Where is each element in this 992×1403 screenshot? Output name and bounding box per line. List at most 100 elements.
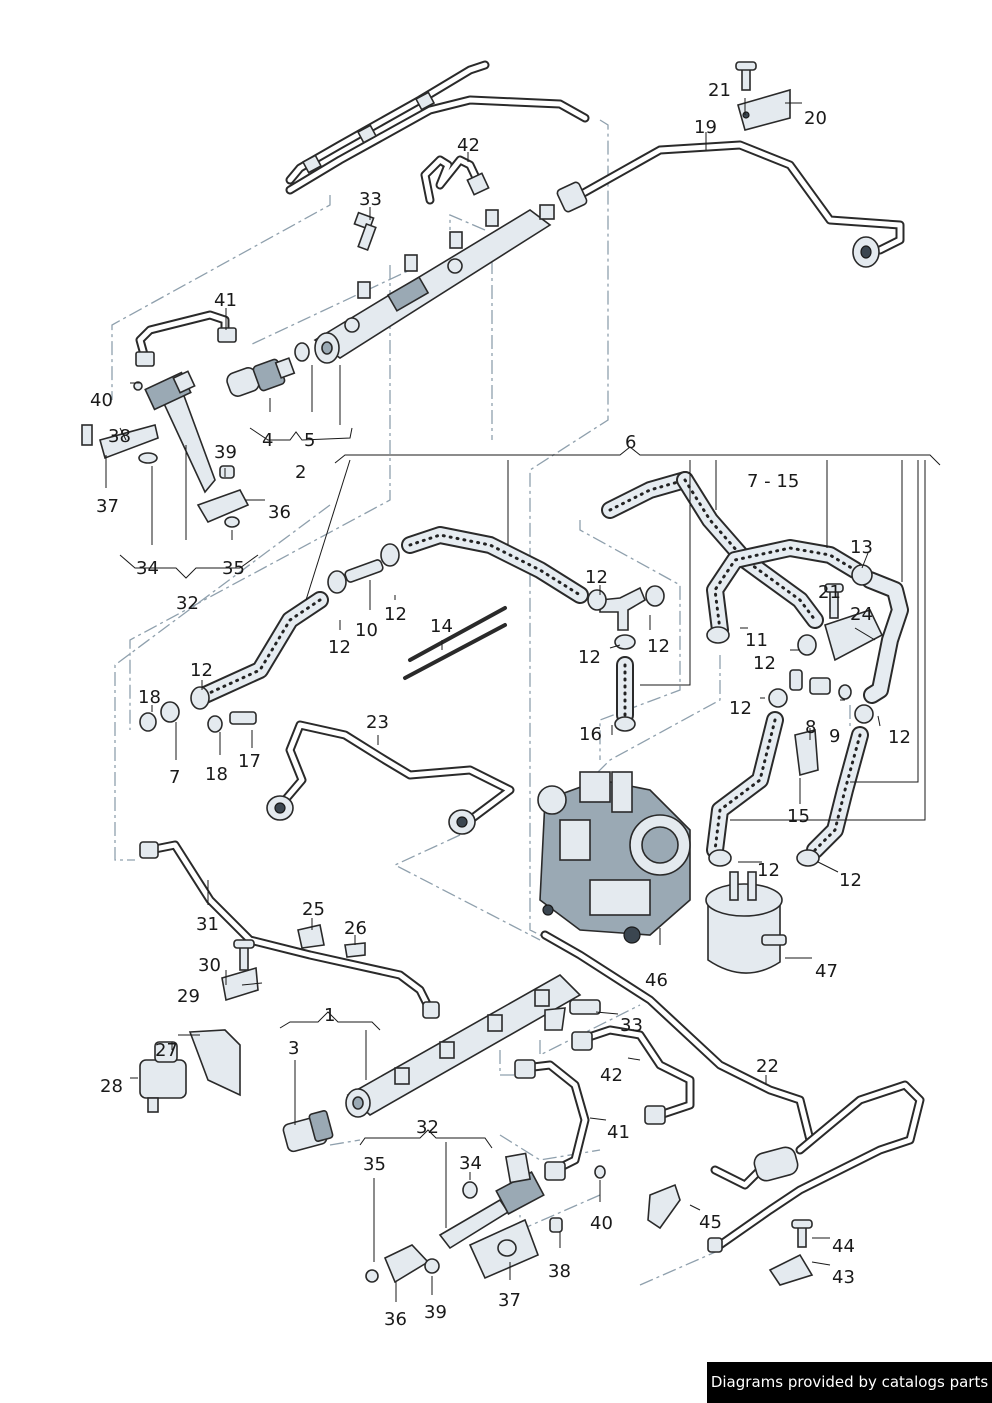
label-40-b: 40 [590,1213,613,1234]
pressure-sensor-3 [282,1110,334,1153]
label-25: 25 [302,899,325,920]
pump-46 [537,771,691,944]
pressure-sensor-4 [226,342,310,397]
fuel-rail-bottom [345,974,601,1118]
label-42-b: 42 [600,1065,623,1086]
label-39-b: 39 [424,1302,447,1323]
label-12-h: 12 [729,698,752,719]
label-38: 38 [108,426,131,447]
label-36-b: 36 [384,1309,407,1330]
valve-28 [139,1029,241,1113]
label-30: 30 [198,955,221,976]
callouts: 21 20 19 42 33 41 40 4 5 6 38 39 2 7 - 1… [90,80,911,1330]
pipe-42-top [420,155,490,205]
label-45: 45 [699,1212,722,1233]
footer-credit: Diagrams provided by catalogs parts [707,1362,992,1403]
label-22: 22 [756,1056,779,1077]
cable-ties-14 [403,606,507,680]
label-41-b: 41 [607,1122,630,1143]
label-11: 11 [745,630,768,651]
label-6: 6 [625,432,636,453]
clips-43-45 [647,1183,814,1286]
label-15: 15 [787,806,810,827]
hose-left-7-12 [139,526,589,733]
label-21-b: 21 [818,582,841,603]
label-35-b: 35 [363,1154,386,1175]
label-12-i: 12 [888,727,911,748]
label-33-b: 33 [620,1015,643,1036]
label-42: 42 [457,135,480,156]
label-7-15: 7 - 15 [747,471,799,492]
label-14: 14 [430,616,453,637]
label-39: 39 [214,442,237,463]
label-47: 47 [815,961,838,982]
label-44: 44 [832,1236,855,1257]
hose-right [706,539,909,867]
label-2: 2 [295,462,306,483]
label-32-b: 32 [416,1117,439,1138]
pipe-23 [266,720,515,835]
label-32: 32 [176,593,199,614]
bolt-33-top [353,211,377,252]
label-13: 13 [850,537,873,558]
label-37: 37 [96,496,119,517]
return-line-top [285,60,590,195]
label-20: 20 [804,108,827,129]
pipe-31 [139,840,440,1019]
pipe-19 [556,140,905,268]
label-10: 10 [355,620,378,641]
label-12-a: 12 [585,567,608,588]
label-9: 9 [829,726,840,747]
label-1: 1 [324,1005,335,1026]
label-21: 21 [708,80,731,101]
label-41: 41 [214,290,237,311]
label-12-d: 12 [328,637,351,658]
label-18-b: 18 [205,764,228,785]
label-19: 19 [694,117,717,138]
label-37-b: 37 [498,1290,521,1311]
label-12-b: 12 [384,604,407,625]
label-7: 7 [169,767,180,788]
label-43: 43 [832,1267,855,1288]
label-38-b: 38 [548,1261,571,1282]
label-34: 34 [136,558,159,579]
label-35: 35 [222,558,245,579]
pipe-22 [540,930,925,1253]
label-34-b: 34 [459,1153,482,1174]
pipe-41-top [135,310,237,367]
bracket-29 [221,939,259,1002]
label-17: 17 [238,751,261,772]
label-12-g: 12 [190,660,213,681]
label-3: 3 [288,1038,299,1059]
leader-lines [105,98,941,1302]
label-31: 31 [196,914,219,935]
label-33: 33 [359,189,382,210]
label-12-e: 12 [578,647,601,668]
label-27: 27 [155,1040,178,1061]
injector-top [81,370,216,494]
label-12-j: 12 [757,860,780,881]
injector-bottom [365,1152,606,1284]
label-26: 26 [344,918,367,939]
label-36: 36 [268,502,291,523]
seal-36-top [196,465,250,528]
pipe-42-bottom [571,1025,695,1125]
bracket-20 [735,61,791,131]
clips-25-26 [297,924,366,958]
label-5: 5 [304,430,315,451]
label-18-a: 18 [138,687,161,708]
label-24: 24 [850,604,873,625]
label-40: 40 [90,390,113,411]
fuel-filter-47 [705,871,787,974]
label-46: 46 [645,970,668,991]
fuel-rail-top [313,204,555,364]
label-23: 23 [366,712,389,733]
label-12-f: 12 [753,653,776,674]
label-12-c: 12 [647,636,670,657]
label-12-k: 12 [839,870,862,891]
label-16: 16 [579,724,602,745]
label-4: 4 [262,430,273,451]
label-28: 28 [100,1076,123,1097]
pipe-41-bottom [514,1059,590,1181]
